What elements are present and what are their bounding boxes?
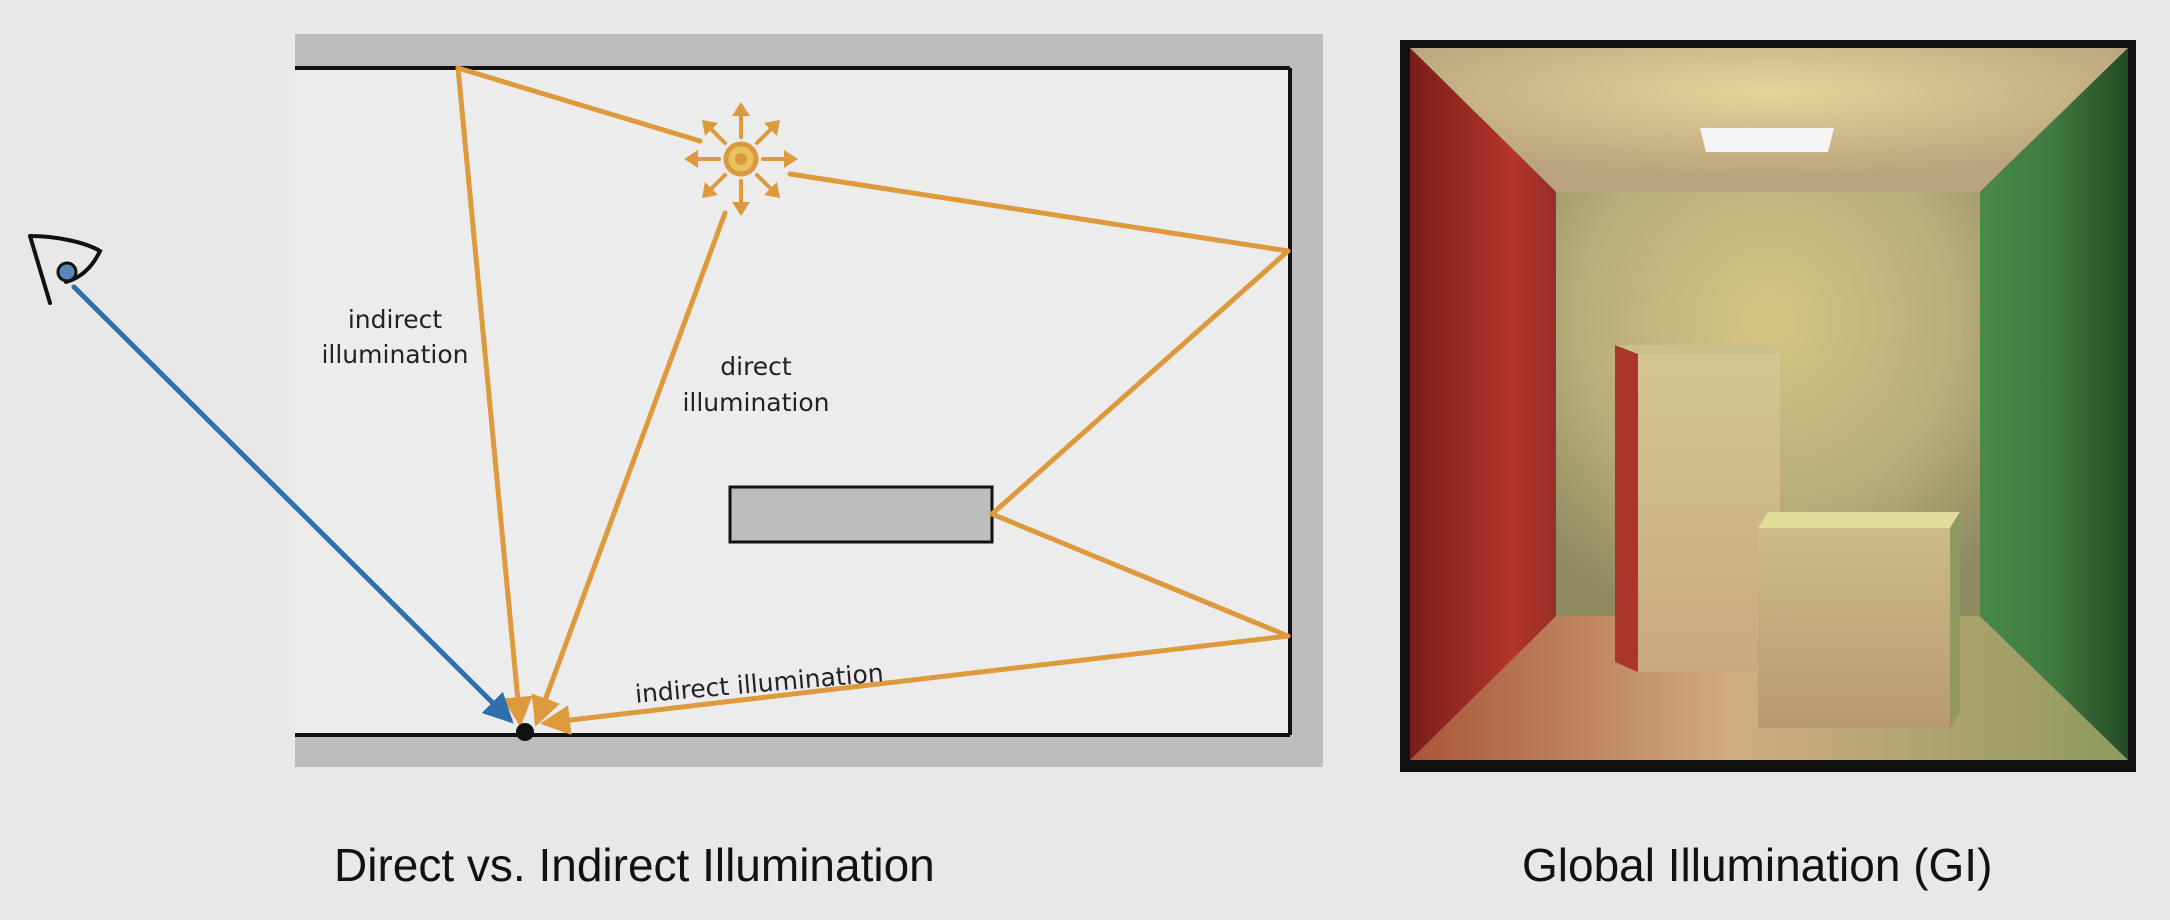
ray-box-to-wall [989, 511, 1291, 639]
eye-ray [71, 284, 514, 724]
green-wall [1980, 48, 2128, 760]
ray-light-to-ceiling [455, 65, 703, 144]
room-diagram [295, 34, 1323, 767]
ray-wall-to-box [989, 248, 1291, 517]
cornell-box-render [1400, 40, 2136, 772]
short-box-side [1950, 512, 1960, 728]
ray-light-to-wall [787, 171, 1291, 254]
occluder-box [728, 485, 994, 544]
caption-direct-vs-indirect: Direct vs. Indirect Illumination [334, 839, 935, 891]
ceiling-light-panel [1700, 128, 1834, 152]
light-source-icon [684, 102, 798, 216]
direct-label-line1: direct [720, 352, 792, 381]
direct-label-line2: illumination [682, 388, 829, 417]
light-paths [455, 65, 1291, 735]
room-interior [295, 68, 1290, 735]
tall-box-side [1615, 345, 1638, 672]
tall-box-front [1638, 354, 1780, 672]
short-box-top [1758, 512, 1960, 528]
indirect-label-top-line2: illumination [321, 340, 468, 369]
red-wall [1410, 48, 1556, 760]
ray-wall-to-point [540, 633, 1291, 735]
ray-ceiling-to-point [455, 65, 533, 727]
ray-direct [531, 210, 728, 727]
caption-global-illumination: Global Illumination (GI) [1522, 839, 1993, 891]
ceiling [1410, 48, 2128, 192]
short-box-front [1758, 528, 1950, 728]
indirect-label-top-line1: indirect [348, 305, 442, 334]
tall-box-top [1615, 345, 1780, 354]
shading-point [516, 723, 534, 741]
eye-icon [28, 234, 103, 305]
